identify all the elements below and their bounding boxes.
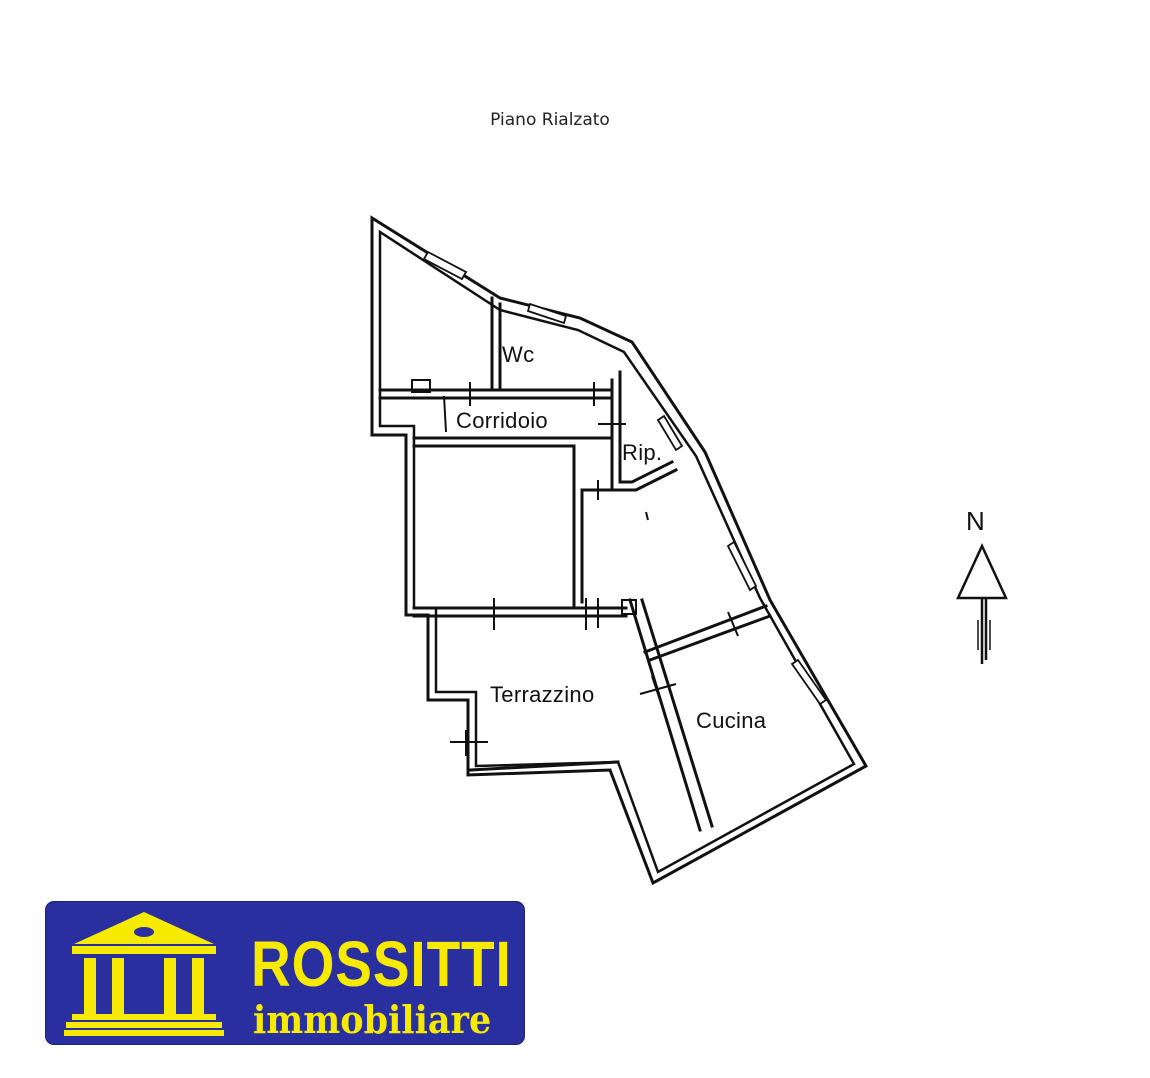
room-label-terrazzino: Terrazzino bbox=[490, 682, 595, 707]
window bbox=[422, 250, 468, 281]
inner-wall bbox=[378, 229, 856, 874]
logo-subtitle: immobiliare bbox=[253, 997, 492, 1042]
corridor-top-wall bbox=[378, 388, 614, 400]
window bbox=[656, 414, 684, 452]
outer-wall bbox=[370, 215, 869, 886]
room-bottom-wall bbox=[412, 606, 628, 618]
room-label-cucina: Cucina bbox=[696, 708, 767, 733]
north-label: N bbox=[966, 506, 985, 536]
temple-icon bbox=[64, 912, 224, 1036]
cucina-top-wall bbox=[643, 604, 772, 662]
terrace-wall bbox=[468, 760, 620, 772]
wc-left-wall bbox=[490, 296, 502, 392]
room-label-corridoio: Corridoio bbox=[456, 408, 548, 433]
corridor-bottom-wall bbox=[412, 436, 614, 448]
compass bbox=[956, 543, 1008, 664]
room-label-rip: Rip. bbox=[622, 440, 663, 465]
room-label-wc: Wc bbox=[502, 342, 535, 367]
cucina-left-wall bbox=[628, 598, 714, 832]
room-right-wall bbox=[572, 444, 584, 610]
window bbox=[526, 302, 568, 325]
plan-title: Piano Rialzato bbox=[490, 110, 610, 130]
logo-brand: ROSSITTI bbox=[251, 928, 512, 1000]
window bbox=[790, 658, 828, 706]
window bbox=[726, 540, 758, 592]
rip-walls bbox=[610, 370, 679, 492]
company-logo: ROSSITTI immobiliare bbox=[46, 902, 524, 1044]
